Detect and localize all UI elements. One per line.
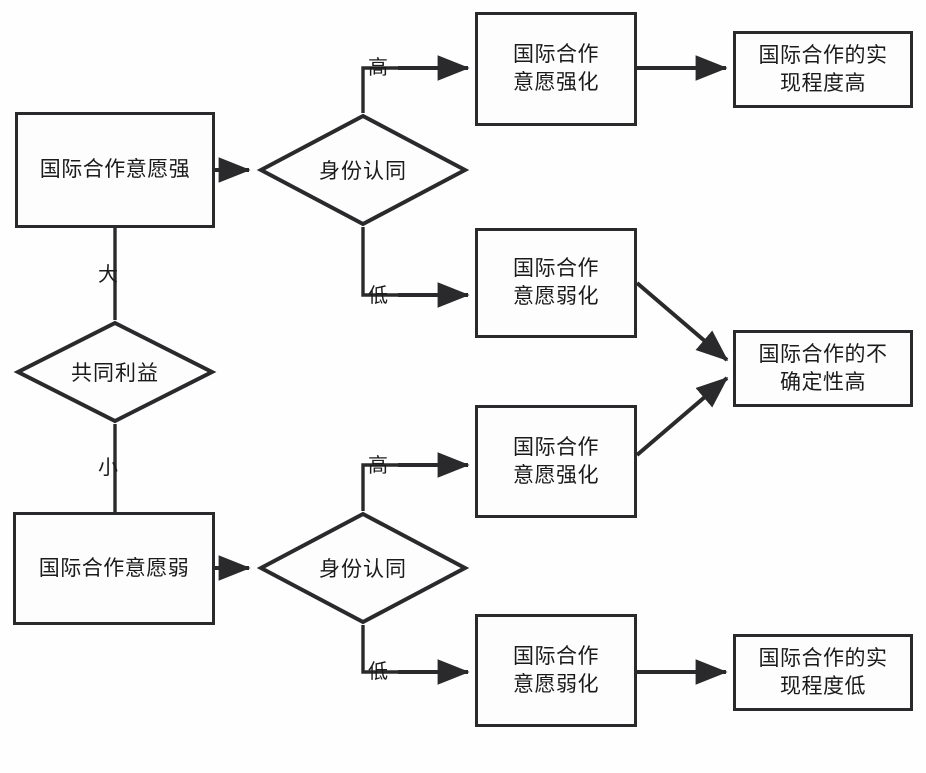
edge-identity-top-low bbox=[361, 227, 398, 297]
node-intent-weaken-bottom-label: 国际合作 意愿弱化 bbox=[513, 643, 599, 696]
node-intent-strengthen-bottom-label: 国际合作 意愿强化 bbox=[513, 434, 599, 487]
edge-strengthen-bottom-to-uncertain bbox=[635, 376, 729, 457]
node-identity-top-label: 身份认同 bbox=[319, 159, 407, 183]
node-willing-weak[interactable]: 国际合作意愿弱 bbox=[13, 512, 215, 625]
node-intent-weaken-top-label: 国际合作 意愿弱化 bbox=[513, 256, 599, 308]
node-outcome-high[interactable]: 国际合作的实 现程度高 bbox=[733, 31, 913, 108]
node-outcome-high-label: 国际合作的实 现程度高 bbox=[758, 42, 888, 95]
edge-label-interest-large: 大 bbox=[98, 262, 118, 286]
edge-label-identity-bottom-high: 高 bbox=[368, 453, 388, 477]
node-outcome-uncertain[interactable]: 国际合作的不 确定性高 bbox=[733, 330, 913, 407]
edge-label-identity-bottom-low: 低 bbox=[368, 659, 388, 683]
edge-label-identity-top-high: 高 bbox=[368, 55, 388, 79]
node-intent-strengthen-bottom[interactable]: 国际合作 意愿强化 bbox=[475, 405, 637, 518]
node-intent-strengthen-top-label: 国际合作 意愿强化 bbox=[513, 42, 599, 94]
node-willing-weak-label: 国际合作意愿弱 bbox=[38, 555, 190, 580]
edge-label-identity-top-low: 低 bbox=[368, 283, 388, 307]
node-identity-bottom[interactable]: 身份认同 bbox=[256, 511, 470, 625]
node-identity-top[interactable]: 身份认同 bbox=[256, 113, 470, 227]
common-interest-shape bbox=[13, 320, 217, 424]
node-intent-weaken-bottom[interactable]: 国际合作 意愿弱化 bbox=[475, 614, 637, 727]
identity-top-shape bbox=[256, 113, 470, 227]
identity-bottom-shape bbox=[256, 511, 470, 625]
node-common-interest[interactable]: 共同利益 bbox=[13, 320, 217, 424]
node-willing-strong-label: 国际合作意愿强 bbox=[39, 157, 191, 182]
node-outcome-uncertain-label: 国际合作的不 确定性高 bbox=[758, 341, 888, 394]
node-outcome-low-label: 国际合作的实 现程度低 bbox=[758, 645, 888, 698]
node-willing-strong[interactable]: 国际合作意愿强 bbox=[15, 112, 215, 228]
node-outcome-low[interactable]: 国际合作的实 现程度低 bbox=[733, 634, 913, 711]
edge-label-interest-small: 小 bbox=[98, 455, 118, 479]
edge-weaken-top-to-uncertain bbox=[635, 281, 729, 362]
edge-identity-top-high bbox=[361, 66, 398, 113]
node-intent-strengthen-top[interactable]: 国际合作 意愿强化 bbox=[475, 12, 637, 126]
node-common-interest-label: 共同利益 bbox=[71, 361, 159, 385]
edge-identity-bottom-high bbox=[361, 463, 398, 511]
edge-identity-bottom-low bbox=[361, 625, 398, 674]
node-identity-bottom-label: 身份认同 bbox=[319, 557, 407, 581]
node-intent-weaken-top[interactable]: 国际合作 意愿弱化 bbox=[475, 228, 637, 338]
